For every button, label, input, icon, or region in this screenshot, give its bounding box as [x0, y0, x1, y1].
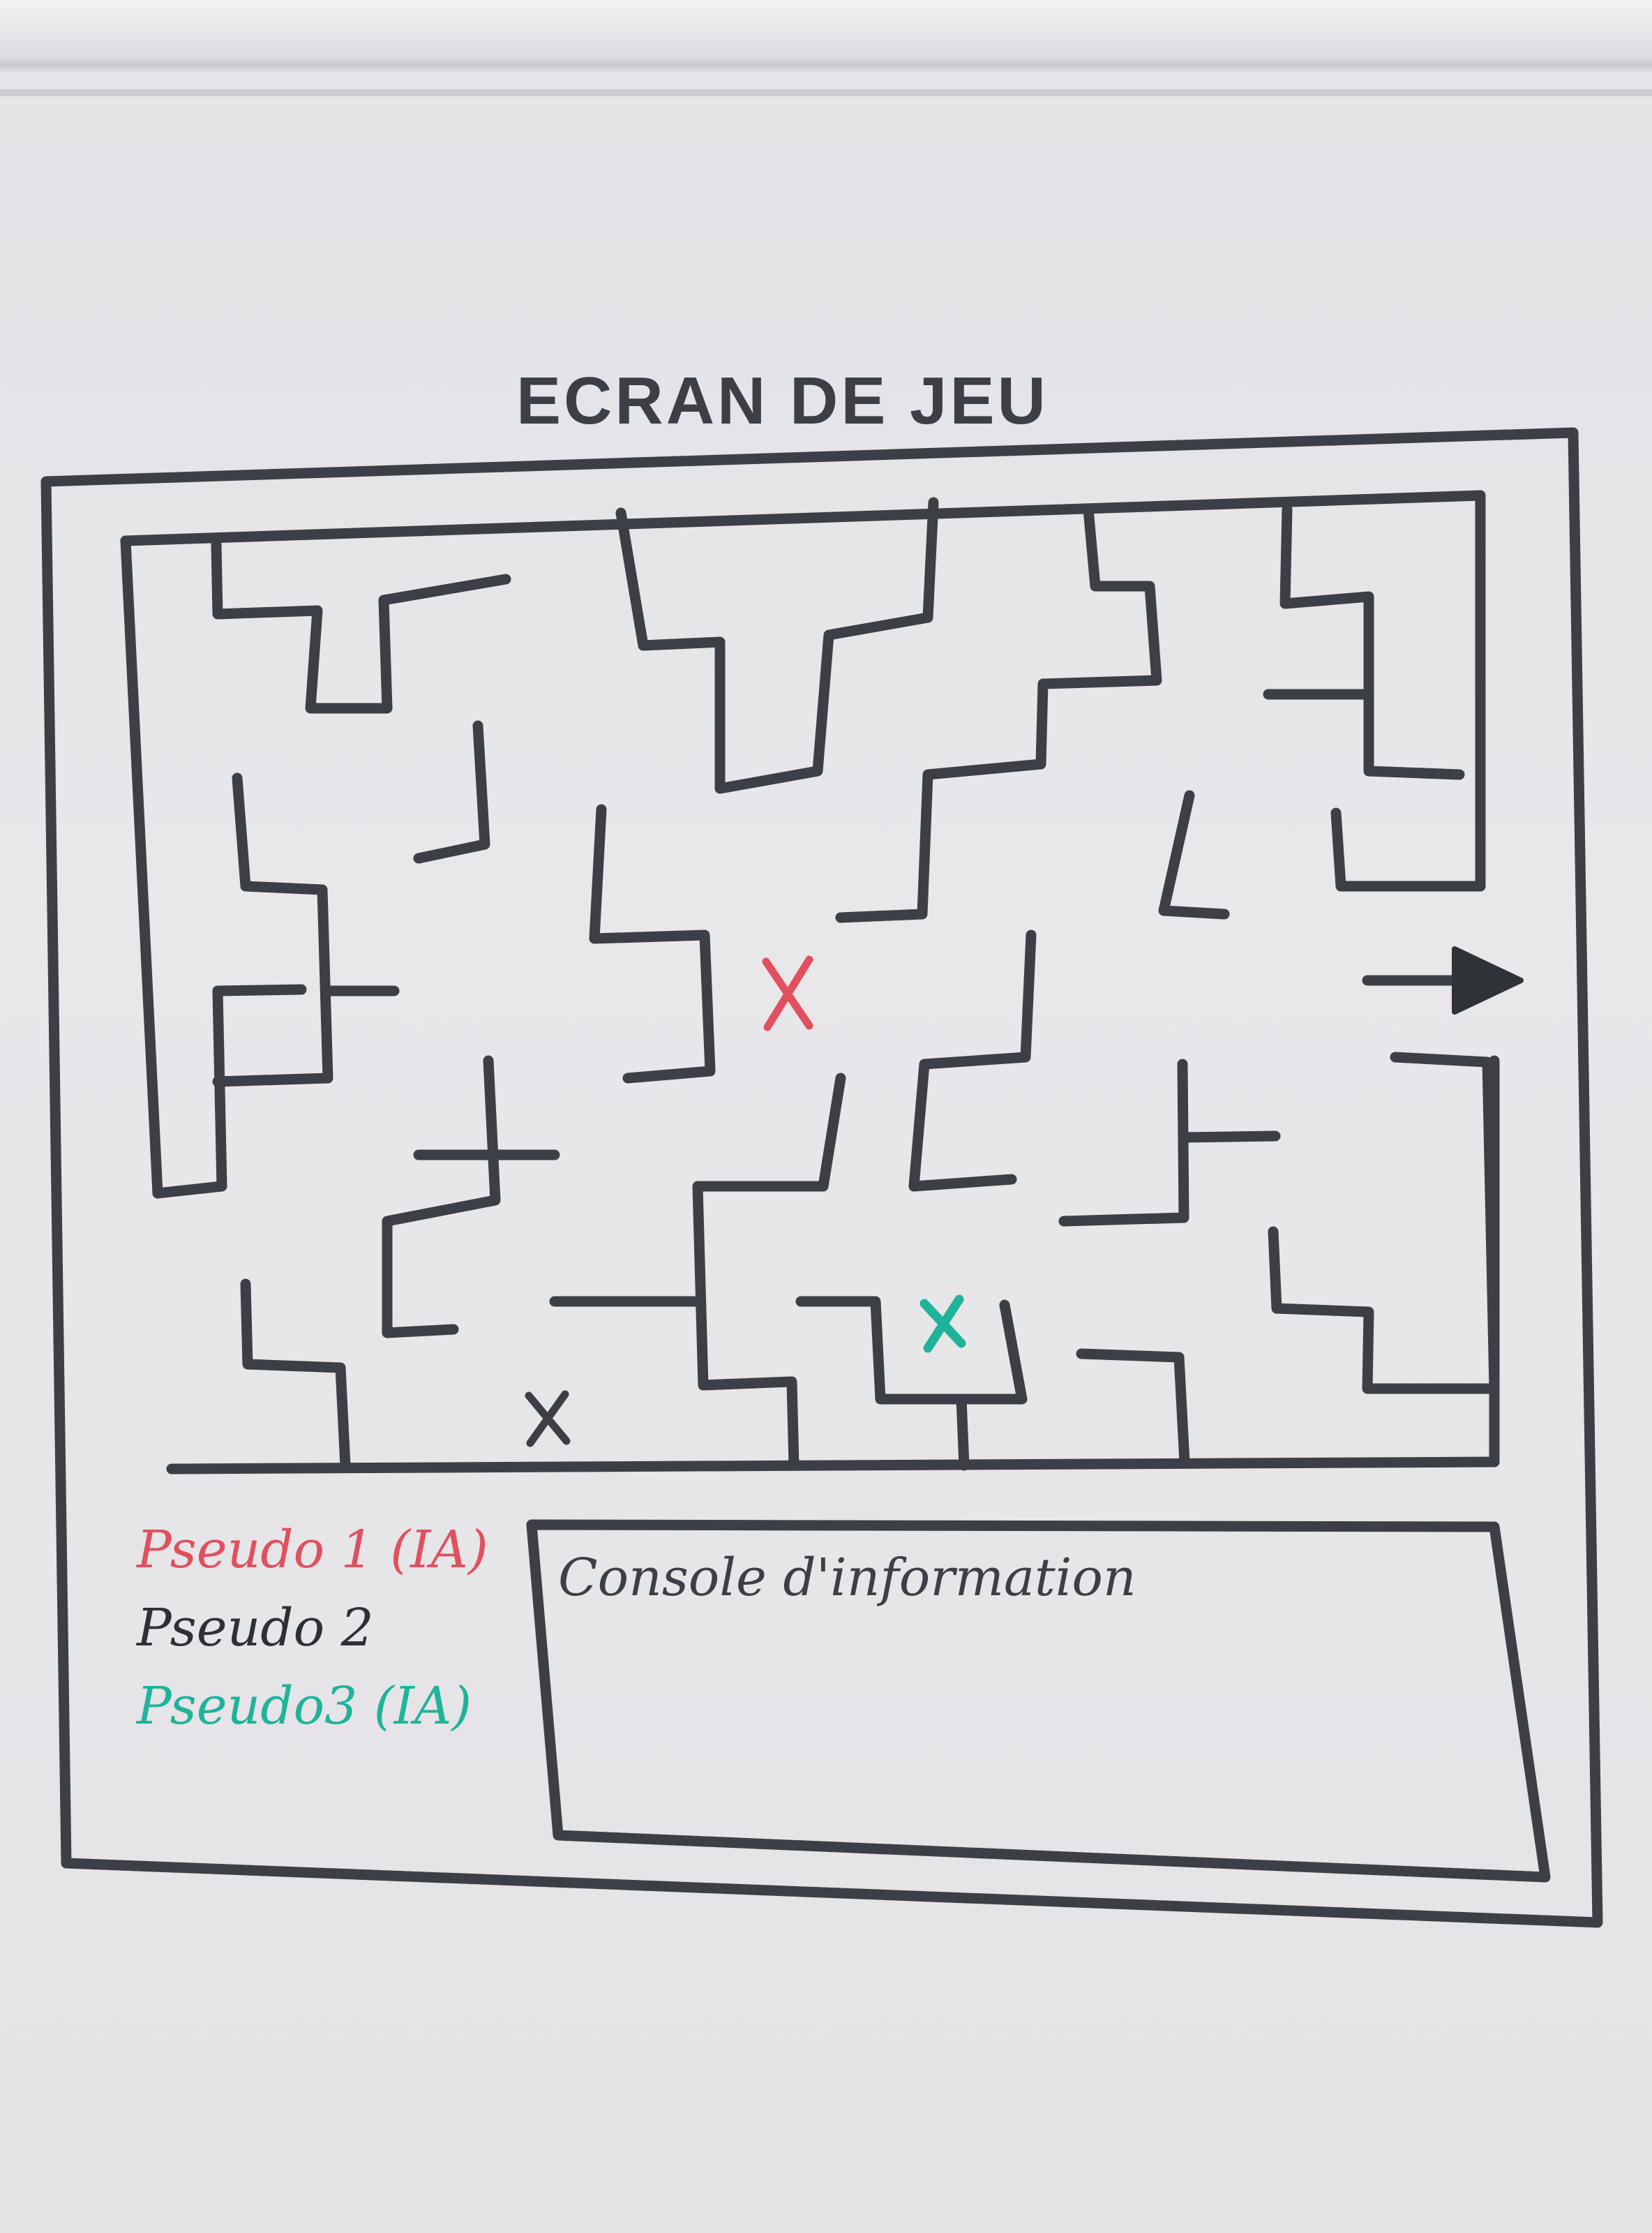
- screen-title: ECRAN DE JEU: [516, 364, 1049, 438]
- maze-wall: [211, 539, 511, 714]
- player-3-marker: [919, 1294, 966, 1353]
- maze-border-top: [120, 490, 1486, 546]
- maze-border-bottom: [166, 1456, 1500, 1474]
- game-window-frame: [40, 427, 1603, 1928]
- whiteboard-frame-edge: [0, 89, 1652, 96]
- maze-wall: [240, 1278, 351, 1471]
- maze-wall: [152, 984, 307, 1199]
- player-1-marker: [762, 955, 813, 1031]
- console-label: Console d'information: [558, 1548, 1136, 1608]
- maze-wall: [212, 772, 333, 1087]
- maze-wall: [589, 804, 716, 1084]
- maze: [120, 490, 1524, 1474]
- console-box: [526, 1519, 1551, 1883]
- player-1-name: Pseudo 1 (IA): [137, 1520, 488, 1580]
- maze-wall: [908, 929, 1037, 1192]
- maze-wall: [692, 1073, 846, 1471]
- maze-border-right-lower: [1268, 1052, 1500, 1394]
- maze-wall: [1158, 790, 1230, 920]
- maze-wall: [413, 720, 490, 864]
- maze-wall: [835, 504, 1162, 923]
- maze-wall: [1076, 1348, 1190, 1467]
- player-2-name: Pseudo 2: [137, 1598, 374, 1658]
- arrow-right-icon: [1362, 946, 1524, 1015]
- player-2-marker: [525, 1390, 571, 1447]
- maze-wall: [1279, 504, 1465, 780]
- maze-wall: [1330, 807, 1486, 892]
- player-3-name: Pseudo3 (IA): [137, 1676, 472, 1736]
- maze-wall: [382, 1055, 501, 1338]
- maze-wall: [956, 1394, 970, 1471]
- maze-wall: [615, 497, 939, 794]
- whiteboard-frame: [0, 0, 1652, 105]
- maze-wall: [1178, 1130, 1281, 1143]
- player-list: Pseudo 1 (IA) Pseudo 2 Pseudo3 (IA): [137, 1511, 527, 1745]
- maze-border-left: [120, 535, 163, 1199]
- maze-wall: [1058, 1059, 1189, 1227]
- maze-wall: [795, 1296, 1028, 1405]
